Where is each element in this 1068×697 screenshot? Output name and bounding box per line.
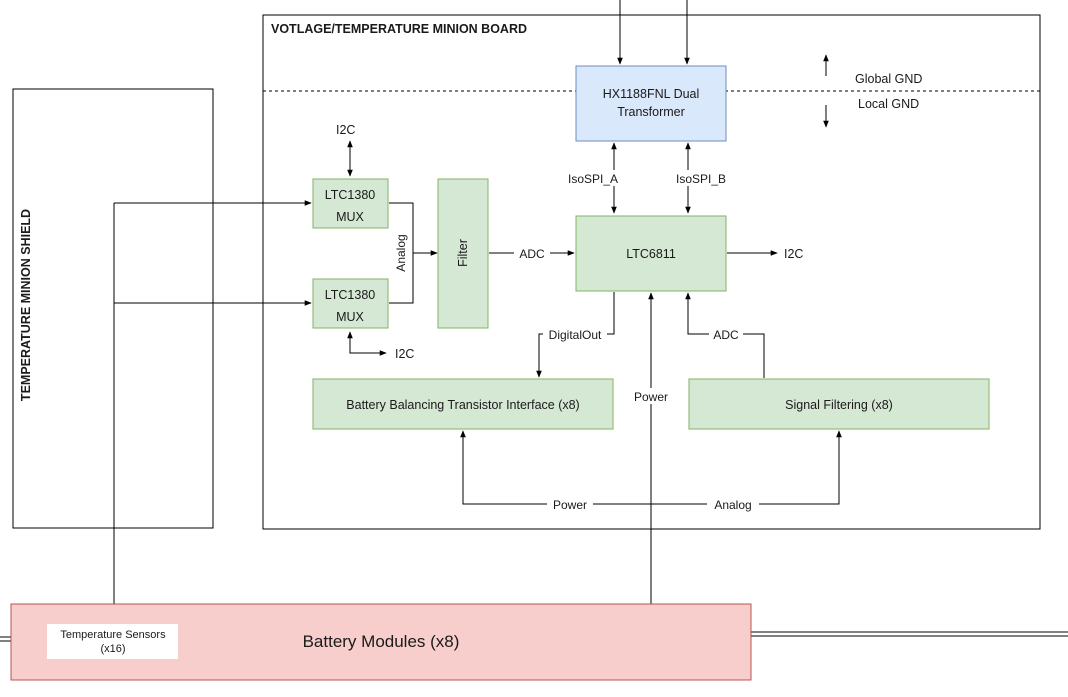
signal-filtering-block [688, 378, 990, 430]
isospi-b-label: IsoSPI_B [676, 172, 726, 186]
mux-bottom-i2c-link [347, 331, 387, 356]
analog-mux-label: Analog [394, 234, 408, 271]
mux-bottom-line1: LTC1380 [325, 288, 376, 302]
shield-container [12, 88, 214, 529]
signal-filtering-label: Signal Filtering (x8) [785, 398, 893, 412]
mux-top-line2: MUX [336, 210, 364, 224]
transformer-block [575, 65, 727, 142]
global-gnd-label: Global GND [855, 72, 922, 86]
filter-label: Filter [456, 239, 470, 267]
adc-signal-label: ADC [713, 328, 739, 342]
analog-bottom-label: Analog [714, 498, 751, 512]
balancing-label: Battery Balancing Transistor Interface (… [346, 398, 579, 412]
power-ltc-label: Power [634, 390, 668, 404]
mux-bottom-block [312, 278, 389, 329]
board-title: VOTLAGE/TEMPERATURE MINION BOARD [271, 22, 527, 36]
mux-bottom-line2: MUX [336, 310, 364, 324]
ltc6811-block [575, 215, 727, 292]
filter-block [437, 178, 489, 329]
ltc6811-label: LTC6811 [626, 247, 676, 261]
transformer-line1: HX1188FNL Dual [603, 87, 700, 101]
local-gnd-label: Local GND [858, 97, 919, 111]
i2c-right-label: I2C [784, 247, 803, 261]
adc-filter-label: ADC [519, 247, 545, 261]
temperature-sensors-line2: (x16) [100, 643, 125, 655]
balancing-block [312, 378, 614, 430]
transformer-line2: Transformer [617, 105, 685, 119]
power-bottom-label: Power [553, 498, 587, 512]
temperature-sensors-block [47, 624, 178, 659]
mux-top-line1: LTC1380 [325, 188, 376, 202]
isospi-a-label: IsoSPI_A [568, 172, 618, 186]
i2c-top-label: I2C [336, 123, 355, 137]
mux-top-block [312, 178, 389, 229]
shield-title: TEMPERATURE MINION SHIELD [19, 209, 33, 401]
i2c-bottom-label: I2C [395, 347, 414, 361]
temperature-sensors-line1: Temperature Sensors [60, 629, 166, 641]
digital-out-label: DigitalOut [549, 328, 602, 342]
battery-modules-label: Battery Modules (x8) [303, 632, 460, 651]
